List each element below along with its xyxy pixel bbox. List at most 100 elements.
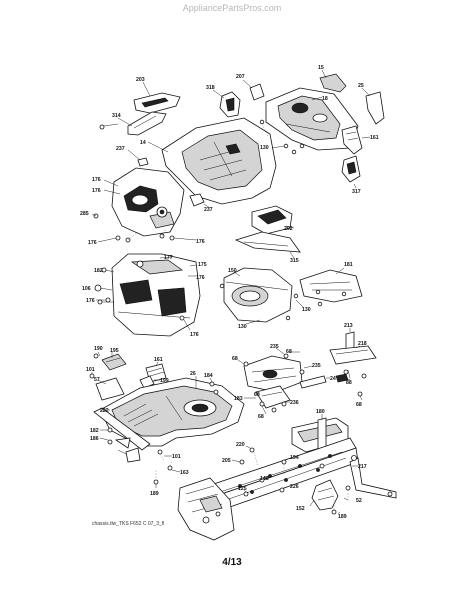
callout-314: 314 (112, 113, 121, 119)
part-195-plate (93, 351, 127, 371)
part-176-fasteners (97, 227, 197, 243)
part-101-163-fasteners (157, 449, 181, 473)
callout-labels: 203 318 207 15 25 18 314 237 14 130 161 … (80, 65, 379, 520)
part-88-pin (335, 373, 351, 383)
part-176-lower-fasteners (96, 297, 191, 331)
part-182-bolts (94, 267, 115, 305)
callout-14: 14 (140, 140, 146, 146)
callout-24: 24 (330, 376, 336, 382)
callout-226: 226 (290, 484, 299, 490)
part-24-lever (299, 375, 330, 389)
callout-176-a: 176 (92, 177, 101, 183)
callout-26: 26 (190, 371, 196, 377)
part-285-bolt (91, 213, 99, 219)
part-184-bolts (209, 377, 219, 395)
callout-182: 182 (94, 268, 103, 274)
callout-195: 195 (110, 348, 119, 354)
callout-176-g: 176 (190, 332, 199, 338)
callout-180: 180 (316, 409, 325, 415)
callout-130-a: 130 (260, 145, 269, 151)
callout-235-b: 235 (312, 363, 321, 369)
part-207-clip (242, 79, 265, 101)
part-150-tank (223, 267, 293, 323)
callout-220: 220 (236, 442, 245, 448)
part-199-clip (139, 375, 160, 389)
part-181-bracket (299, 267, 363, 307)
callout-101-b: 101 (172, 454, 181, 460)
part-152-spindle-bracket (309, 479, 341, 515)
callout-235: 235 (270, 344, 279, 350)
part-rail-fasteners (231, 445, 325, 497)
callout-68-a: 68 (232, 356, 238, 362)
callout-218: 218 (358, 341, 367, 347)
part-18-dash-panel (265, 87, 359, 151)
callout-236: 236 (290, 400, 299, 406)
callout-152: 152 (296, 506, 305, 512)
callout-88: 88 (346, 380, 352, 386)
callout-106: 106 (82, 286, 91, 292)
callout-199: 199 (160, 378, 169, 384)
callout-150: 150 (228, 268, 237, 274)
callout-68-b: 68 (286, 349, 292, 355)
part-176-side-panel (103, 167, 185, 237)
callout-190: 190 (94, 346, 103, 352)
callout-161-b: 161 (154, 357, 163, 363)
callout-189-a: 189 (150, 491, 159, 497)
part-hitch-plate (177, 477, 235, 541)
callout-125: 125 (238, 486, 247, 492)
page-number: 4/13 (222, 557, 242, 568)
part-130-screws (259, 119, 305, 155)
callout-213: 213 (344, 323, 353, 329)
callout-183: 183 (234, 396, 243, 402)
callout-101: 101 (86, 367, 95, 373)
callout-222: 222 (100, 408, 109, 414)
callout-176-d: 176 (92, 188, 101, 194)
callout-175: 175 (198, 262, 207, 268)
part-203-bracket (133, 81, 181, 114)
callout-182-b: 182 (90, 428, 99, 434)
callout-15: 15 (318, 65, 324, 71)
callout-285: 285 (80, 211, 89, 217)
callout-163: 163 (180, 470, 189, 476)
part-15-emblem (319, 69, 347, 93)
part-317-latch (341, 155, 361, 189)
callout-161-a: 161 (370, 135, 379, 141)
part-25-trim (361, 87, 385, 125)
callout-203: 203 (136, 77, 145, 83)
part-14-hood (147, 117, 277, 205)
callout-68-e: 68 (356, 402, 362, 408)
part-235-pivot-bracket (237, 347, 313, 393)
part-318-ornament (212, 89, 241, 118)
callout-68-c: 68 (254, 392, 260, 398)
callout-317: 317 (352, 189, 361, 195)
watermark: AppliancePartsPros.com (182, 3, 282, 13)
callout-318: 318 (206, 85, 215, 91)
callout-207: 207 (236, 74, 245, 80)
part-218-rod (329, 345, 377, 379)
part-183-236-cluster (244, 385, 291, 415)
part-314-bracket (99, 111, 167, 136)
part-57-bracket (89, 372, 125, 401)
callout-52: 52 (356, 498, 362, 504)
callout-57: 57 (94, 377, 100, 383)
callout-184: 184 (204, 373, 213, 379)
part-237-clips (127, 149, 211, 209)
callout-315: 315 (290, 258, 299, 264)
callout-18: 18 (322, 96, 328, 102)
callout-205: 205 (222, 458, 231, 464)
callout-194: 194 (290, 455, 299, 461)
part-front-console (111, 253, 201, 337)
callout-176-b: 176 (88, 240, 97, 246)
callout-202: 202 (284, 226, 293, 232)
callout-130-b: 130 (302, 307, 311, 313)
callout-148: 148 (260, 476, 269, 482)
callout-181: 181 (344, 262, 353, 268)
part-315-trim (234, 231, 301, 259)
part-217-tie-rod (343, 455, 397, 501)
callout-237-a: 237 (116, 146, 125, 152)
part-202-grille (251, 205, 295, 235)
callout-186: 186 (90, 436, 99, 442)
drawing-id: chassis.tlw_TKS F652 C 07_3_fl (92, 521, 165, 527)
